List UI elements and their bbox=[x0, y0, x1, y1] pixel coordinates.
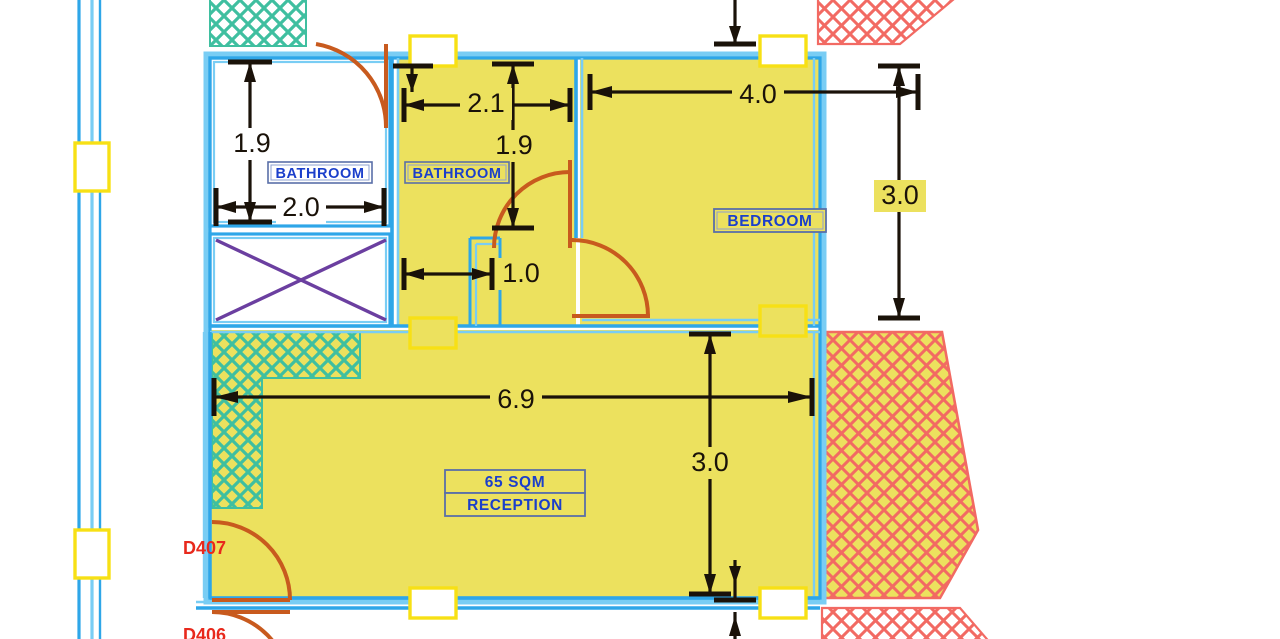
room-label-text: RECEPTION bbox=[467, 497, 563, 514]
door-tag-d407: D407 bbox=[183, 538, 226, 558]
window-bottom-left[interactable] bbox=[408, 586, 458, 620]
dimension-value: 3.0 bbox=[691, 447, 729, 477]
room-label-text: BATHROOM bbox=[275, 166, 364, 182]
dimension-bathroom-center-sub bbox=[401, 258, 495, 290]
room-label-bedroom: BEDROOM bbox=[713, 208, 827, 233]
door-tag-d406: D406 bbox=[183, 625, 226, 639]
dimension-extension-bottom bbox=[714, 560, 756, 639]
dimension-value: 6.9 bbox=[497, 384, 535, 414]
window-top-bath[interactable] bbox=[408, 34, 458, 68]
window-mid-bath[interactable] bbox=[408, 316, 458, 350]
room-label-text: BATHROOM bbox=[412, 166, 501, 182]
door-bathroom-center[interactable] bbox=[492, 160, 572, 249]
dimension-extension-top bbox=[393, 0, 756, 92]
hatch-red-top bbox=[816, 0, 955, 46]
door-tags: D407 D406 bbox=[183, 538, 226, 639]
shaft-cross-icon bbox=[215, 238, 387, 322]
door-bedroom[interactable] bbox=[571, 238, 650, 318]
window-bottom-right[interactable] bbox=[758, 586, 808, 620]
door-reception-d406[interactable] bbox=[211, 610, 290, 639]
dimension-value: 2.0 bbox=[282, 192, 320, 222]
window-top-bedroom[interactable] bbox=[758, 34, 808, 68]
dimension-value: 2.1 bbox=[467, 88, 505, 118]
hatch-red-bottom bbox=[820, 606, 989, 639]
dimension-value: 4.0 bbox=[739, 79, 777, 109]
window-left-lower[interactable] bbox=[73, 528, 111, 580]
room-label-bathroom-left: BATHROOM bbox=[267, 161, 373, 184]
dimension-value: 1.9 bbox=[233, 128, 271, 158]
dimension-values: 1.9 2.0 2.1 1.9 1.0 4.0 3.0 6.9 3.0 bbox=[228, 79, 926, 479]
dimension-value: 3.0 bbox=[881, 180, 919, 210]
room-label-reception: 65 SQM RECEPTION bbox=[444, 469, 586, 517]
room-label-bathroom-center: BATHROOM bbox=[404, 161, 510, 184]
room-label-text: BEDROOM bbox=[727, 213, 812, 230]
door-bathroom-left[interactable] bbox=[315, 42, 389, 129]
window-mid-bedroom[interactable] bbox=[758, 304, 808, 338]
windows bbox=[73, 34, 808, 620]
hatch-green-top bbox=[209, 0, 307, 47]
dimension-value: 1.0 bbox=[502, 258, 540, 288]
dimension-value: 1.9 bbox=[495, 130, 533, 160]
window-left-upper[interactable] bbox=[73, 141, 111, 193]
reception-area-text: 65 SQM bbox=[485, 474, 545, 491]
door-reception-d407[interactable] bbox=[211, 520, 292, 602]
